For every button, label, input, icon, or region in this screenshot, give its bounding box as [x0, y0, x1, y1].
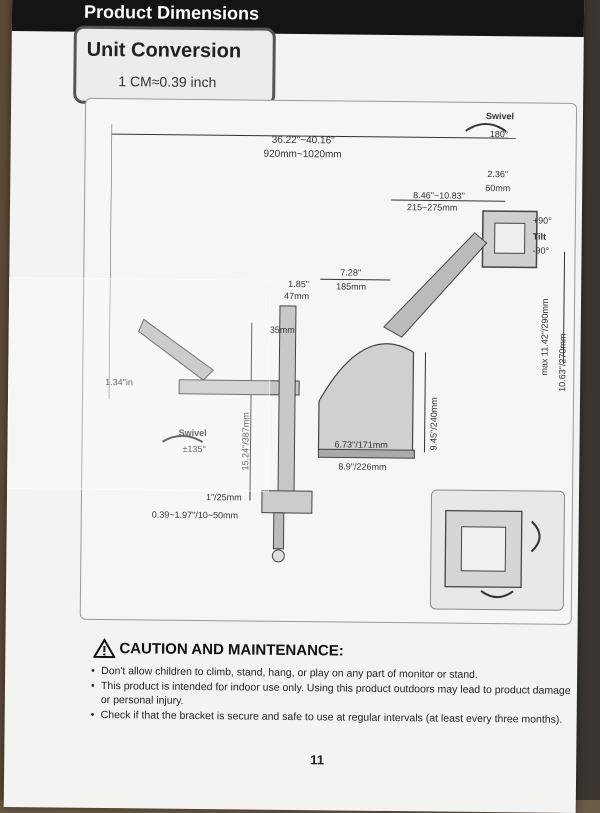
- tilt-top: +90°: [532, 215, 552, 226]
- mid-mm: 185mm: [336, 281, 367, 292]
- clamp-height: 1"/25mm: [205, 492, 242, 503]
- unit-conversion-box: Unit Conversion 1 CM≈0.39 inch: [73, 25, 276, 106]
- tilt-label: Tilt: [532, 231, 547, 242]
- unit-conversion-title: Unit Conversion: [86, 38, 242, 63]
- base-width-1: 6.73"/171mm: [334, 439, 388, 450]
- unit-conversion-text: 1 CM≈0.39 inch: [118, 73, 217, 91]
- clamp-range: 0.39~1.97"/10~50mm: [151, 509, 239, 521]
- total-width-inch: 36.22"~40.16": [271, 134, 335, 147]
- monitor-arm-drawing: [108, 122, 566, 563]
- tilt-inset-drawing: [444, 509, 541, 599]
- tilt-inset-diagram: [429, 489, 566, 611]
- max-height: max 11.42"/290mm: [539, 298, 551, 376]
- depth-mm: 60mm: [485, 182, 511, 194]
- arm-inch: 8.46"~10.83": [413, 190, 465, 201]
- total-width-mm: 920mm~1020mm: [263, 148, 342, 161]
- plastic-wrap-reflection: [7, 277, 272, 492]
- pole-mm: 35mm: [269, 324, 295, 336]
- depth-inch: 2.36": [487, 169, 509, 180]
- manual-page: Product Dimensions Unit Conversion 1 CM≈…: [3, 0, 585, 813]
- caution-list: Don't allow children to climb, stand, ha…: [91, 664, 572, 728]
- min-height: 10.63"/270mm: [557, 333, 568, 392]
- caution-title: CAUTION AND MAINTENANCE:: [119, 640, 344, 660]
- mid-inch: 7.28": [340, 267, 362, 278]
- arm-mm: 215~275mm: [406, 202, 458, 213]
- swivel-top-degree: 180°: [489, 129, 509, 140]
- tilt-bottom: -90°: [532, 245, 550, 256]
- dimension-diagram: Swivel 180° 36.22"~40.16" 920mm~1020mm 2…: [79, 97, 578, 625]
- page-title: Product Dimensions: [83, 1, 260, 24]
- warning-icon: [93, 638, 116, 659]
- swivel-top-label: Swivel: [485, 110, 515, 122]
- base-height: 9.45"/240mm: [428, 397, 440, 451]
- offset-inch: 1.85": [288, 278, 309, 290]
- list-item: This product is intended for indoor use …: [91, 679, 571, 712]
- base-width-2: 8.9"/226mm: [338, 461, 387, 472]
- page-number: 11: [310, 752, 325, 768]
- offset-mm: 47mm: [284, 290, 310, 302]
